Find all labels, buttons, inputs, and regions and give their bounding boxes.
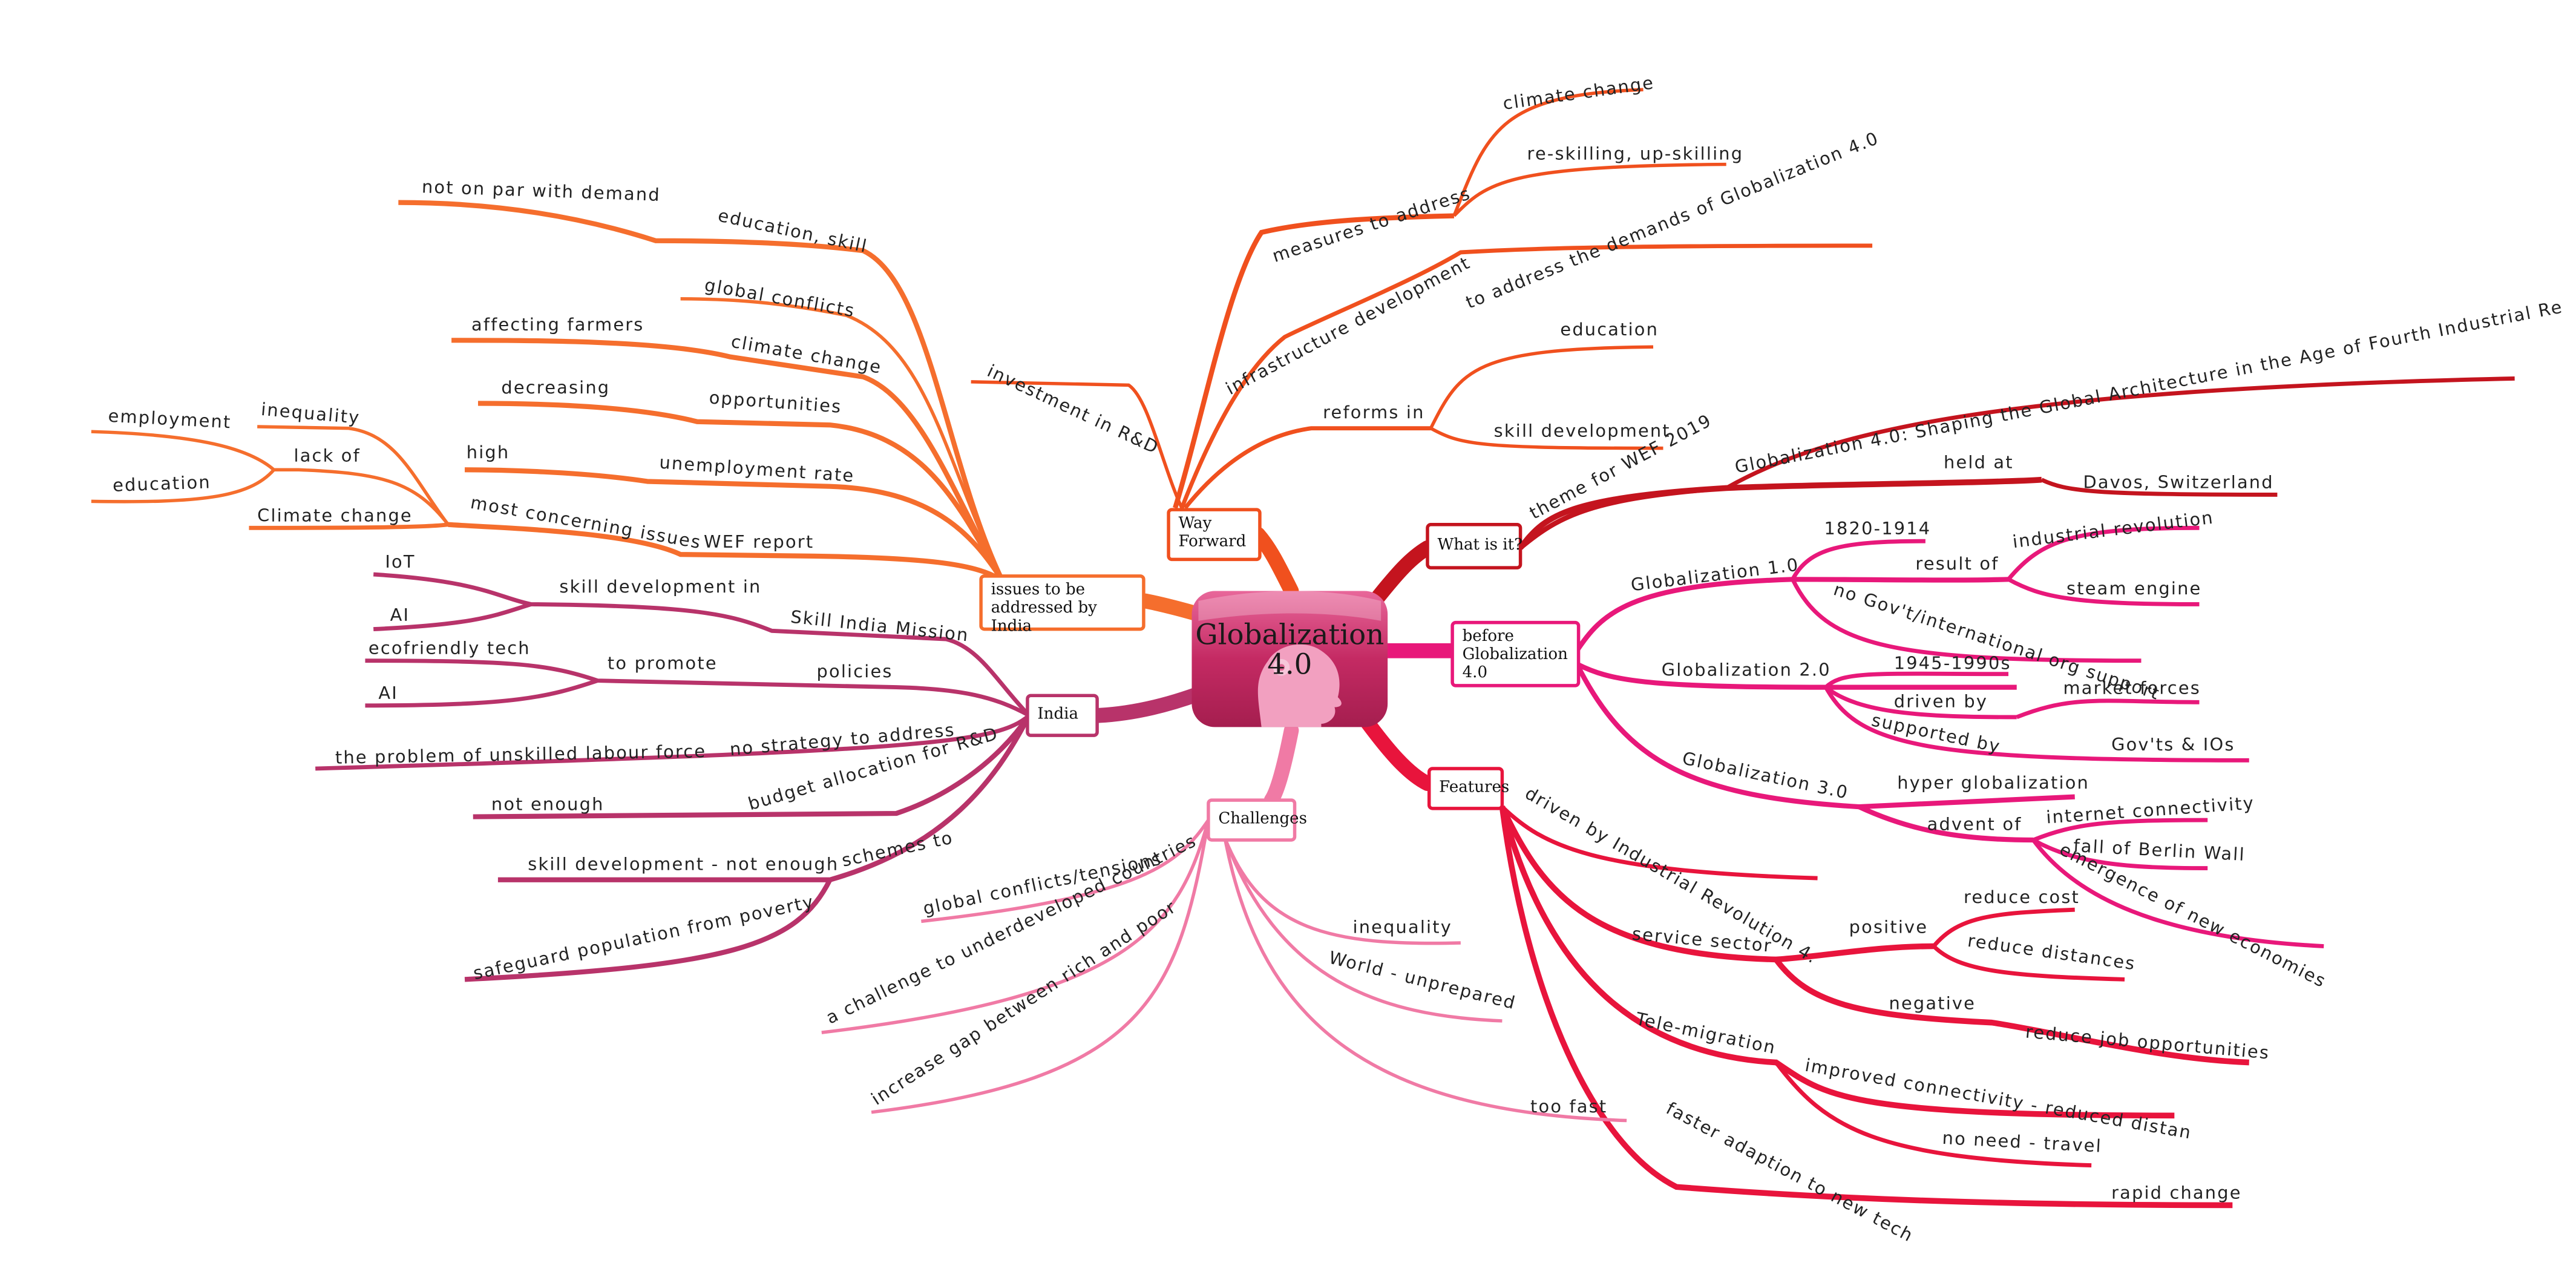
bf-driven-label: driven by	[1894, 691, 1988, 712]
topic-what-is-it[interactable]: What is it?	[1426, 523, 1522, 569]
in-unskilled-label: the problem of unskilled labour force	[335, 741, 707, 768]
in-policies-label: policies	[817, 661, 893, 681]
in-promote-label: to promote	[608, 652, 718, 673]
wf-education-label: education	[1560, 319, 1659, 340]
features-links	[1499, 805, 2249, 1209]
ft-reduce-dist-label: reduce distances	[1966, 930, 2137, 974]
trunk-way-forward	[1250, 527, 1299, 599]
topic-features[interactable]: Features	[1427, 767, 1509, 810]
wf-investment-label: investment in R&D	[984, 360, 1162, 458]
what-is-it-links	[1518, 376, 2515, 550]
ft-no-need-label: no need - travel	[1942, 1127, 2103, 1157]
in-ai1-label: AI	[390, 605, 410, 625]
bf-g1-label: Globalization 1.0	[1630, 554, 1800, 596]
in-eco-label: ecofriendly tech	[369, 638, 531, 658]
before-links	[1575, 525, 2324, 948]
wf-infra-label: infrastructure development	[1222, 252, 1474, 399]
bf-steam-label: steam engine	[2066, 578, 2201, 599]
in-ai2-label: AI	[378, 683, 398, 703]
is-high-label: high	[467, 442, 510, 462]
is-opportunities-label: opportunities	[709, 387, 843, 417]
topic-issues[interactable]: issues to be addressed by India	[979, 574, 1145, 636]
in-skill-dev-label: skill development in	[559, 576, 761, 597]
central-topic-title: Globalization 4.0	[1195, 619, 1385, 683]
in-not-enough-label: not enough	[491, 794, 605, 815]
ft-negative-label: negative	[1889, 993, 1976, 1014]
ft-rapid-label: rapid change	[2111, 1182, 2242, 1203]
is-edu-skill-label: education, skill	[716, 205, 870, 257]
wf-reskilling-label: re-skilling, up-skilling	[1527, 143, 1744, 163]
wf-skill-label: skill development	[1494, 420, 1671, 441]
bf-ind-rev-label: industrial revolution	[2011, 507, 2215, 553]
is-global-conflicts-label: global conflicts	[703, 274, 857, 321]
ch-world-label: World - unprepared	[1327, 947, 1518, 1014]
wh-held-at-label: held at	[1944, 452, 2014, 473]
head-gear-icon	[1257, 644, 1342, 727]
ch-too-fast-label: too fast	[1530, 1096, 1607, 1117]
is-inequality-label: inequality	[260, 399, 361, 428]
bf-market-label: market forces	[2063, 678, 2201, 698]
wf-reforms-label: reforms in	[1323, 402, 1424, 422]
bf-y2-label: 1945-1990s	[1894, 652, 2011, 673]
in-schemes-label: schemes to	[840, 827, 955, 870]
bf-g2-label: Globalization 2.0	[1662, 659, 1831, 680]
trunk-what	[1370, 540, 1435, 605]
is-climate2-label: Climate change	[257, 505, 413, 525]
is-not-par-label: not on par with demand	[421, 176, 661, 205]
wh-davos-label: Davos, Switzerland	[2083, 471, 2273, 492]
is-wef-label: WEF report	[704, 531, 814, 552]
in-skill-india-label: Skill India Mission	[790, 606, 970, 646]
ft-reduce-cost-label: reduce cost	[1964, 887, 2080, 907]
is-lack-of-label: lack of	[294, 445, 361, 466]
bf-y1-label: 1820-1914	[1824, 518, 1932, 539]
topic-before[interactable]: before Globalization 4.0	[1450, 620, 1581, 687]
bf-advent-label: advent of	[1927, 814, 2022, 835]
wh-full-title-label: Globalization 4.0: Shaping the Global Ar…	[1733, 296, 2565, 477]
in-skill-not-enough-label: skill development - not enough	[528, 853, 839, 874]
wf-climate-label: climate change	[1501, 72, 1656, 114]
topic-india[interactable]: India	[1026, 694, 1099, 737]
is-affecting-label: affecting farmers	[471, 314, 644, 335]
ft-reduce-job-label: reduce job opportunities	[2025, 1021, 2271, 1063]
central-topic[interactable]: Globalization 4.0	[1191, 585, 1388, 730]
bf-hyper-label: hyper globalization	[1897, 772, 2089, 793]
trunk-challenges	[1263, 723, 1299, 808]
bf-result-label: result of	[1915, 553, 1999, 574]
is-most-concerning-label: most concerning issues	[469, 492, 703, 553]
bf-govts-label: Gov'ts & IOs	[2111, 734, 2235, 755]
topic-way-forward[interactable]: Way Forward	[1167, 508, 1262, 562]
is-education-label: education	[113, 471, 212, 496]
ft-positive-label: positive	[1849, 917, 1929, 937]
is-decreasing-label: decreasing	[501, 377, 610, 398]
ch-inequality-label: inequality	[1353, 917, 1452, 937]
central-topic-shape[interactable]	[1191, 591, 1388, 727]
ft-faster-label: faster adaption to new tech	[1663, 1098, 1917, 1246]
topic-challenges[interactable]: Challenges	[1207, 798, 1307, 842]
challenges-links	[821, 819, 1627, 1123]
is-employment-label: employment	[108, 405, 232, 433]
way-forward-links	[971, 88, 1873, 510]
trunk-india	[1091, 686, 1206, 723]
trunk-issues	[1138, 593, 1206, 622]
issues-links	[91, 200, 1005, 583]
in-iot-label: IoT	[385, 551, 415, 572]
india-links	[315, 572, 1032, 982]
